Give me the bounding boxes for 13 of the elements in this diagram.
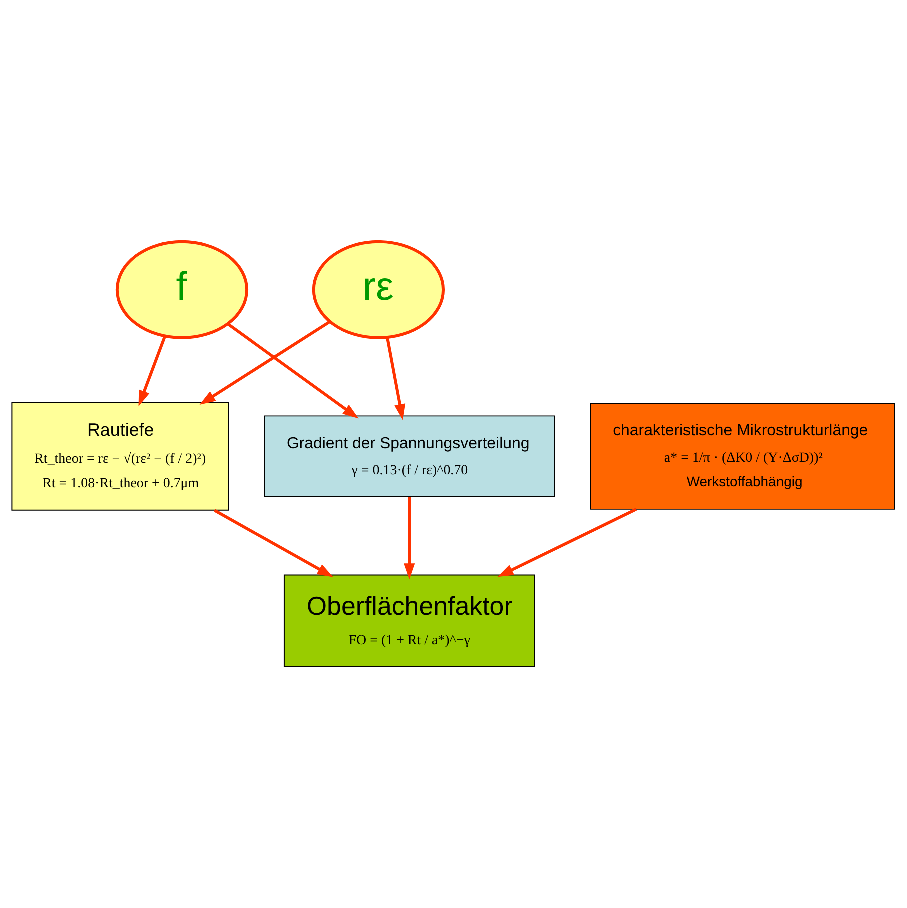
- arrow: [498, 508, 638, 577]
- arrow: [138, 335, 167, 406]
- node-box: charakteristische Mikrostrukturlänge a* = 1/π · (ΔK0 / (Y·ΔσD))² Werkstoffabhängig: [590, 402, 896, 510]
- arrow: [200, 320, 331, 404]
- node-ellipse: rε: [312, 240, 446, 339]
- node-box: Oberflächenfaktor FO = (1 + Rt / a*)^−γ: [284, 574, 536, 667]
- arrow: [214, 508, 334, 577]
- node-box: Gradient der Spannungsverteilung γ = 0.13·(f / rε)^0.70: [264, 415, 556, 497]
- arrow: [386, 336, 406, 420]
- node-box: Rautiefe Rt_theor = rε − √(rε² − (f / 2)²) Rt = 1.08·Rt_theor + 0.7μm: [12, 402, 230, 510]
- arrow: [404, 496, 416, 580]
- arrow: [227, 322, 359, 418]
- node-ellipse: f: [116, 240, 249, 339]
